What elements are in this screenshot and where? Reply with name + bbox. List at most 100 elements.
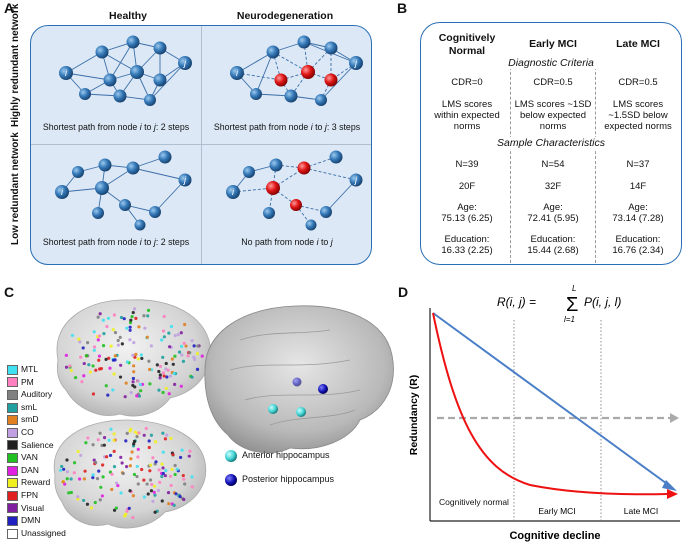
brain-node-dot bbox=[148, 367, 152, 372]
low-neuro-node bbox=[269, 158, 283, 172]
brain-node-dot bbox=[134, 352, 138, 356]
brain-node-dot bbox=[184, 344, 188, 348]
legend-label: CO bbox=[21, 427, 34, 437]
panel-b-col-late: Late MCI bbox=[616, 38, 660, 50]
edu-label-late: Education: bbox=[615, 234, 661, 245]
network-high-neuro: ij bbox=[230, 35, 363, 106]
brain-node-dot bbox=[109, 344, 113, 348]
legend-label: FPN bbox=[21, 490, 38, 500]
brain-node-dot bbox=[79, 453, 83, 458]
hippo-anterior-sphere-1 bbox=[268, 404, 278, 414]
brain-node-dot bbox=[140, 467, 144, 472]
brain-node-dot bbox=[167, 502, 171, 506]
brain-node-dot bbox=[170, 467, 174, 471]
brain-node-dot bbox=[119, 315, 124, 320]
brain-node-dot bbox=[92, 330, 96, 334]
brain-node-dot bbox=[148, 469, 152, 473]
brain-node-dot bbox=[100, 494, 104, 498]
high-healthy-node bbox=[153, 73, 167, 87]
brain-node-dot bbox=[179, 384, 183, 388]
brain-node-dot bbox=[190, 475, 194, 479]
brain-node-dot bbox=[170, 357, 174, 361]
brain-node-dot bbox=[162, 374, 166, 378]
low-healthy-node bbox=[119, 199, 131, 211]
brain-node-dot bbox=[123, 395, 127, 399]
low-neuro-node bbox=[349, 173, 363, 187]
brain-node-dot bbox=[118, 335, 122, 339]
hippo-anterior-label: Anterior hippocampus bbox=[242, 450, 330, 460]
edu-late: 16.76 (2.34) bbox=[612, 245, 664, 256]
brain-node-dot bbox=[114, 506, 118, 510]
brain-node-dot bbox=[68, 364, 72, 368]
high-neuro-edge bbox=[272, 51, 309, 73]
brain-node-dot bbox=[158, 480, 162, 484]
cdr-late: CDR=0.5 bbox=[618, 77, 658, 88]
brain-node-dot bbox=[92, 458, 96, 462]
brain-node-dot bbox=[162, 335, 166, 339]
brain-node-dot bbox=[60, 464, 64, 469]
brain-node-dot bbox=[100, 443, 104, 448]
high-neuro-node bbox=[250, 88, 262, 100]
brain-node-dot bbox=[147, 439, 151, 443]
brain-node-dot bbox=[161, 450, 165, 454]
brain-node-dot bbox=[131, 310, 135, 315]
brain-node-dot bbox=[129, 427, 133, 431]
brain-node-dot bbox=[104, 357, 108, 362]
brain-node-dot bbox=[122, 317, 126, 321]
brain-node-dot bbox=[76, 449, 80, 454]
brain-node-dot bbox=[69, 477, 73, 481]
brain-node-dot bbox=[113, 358, 117, 362]
high-neuro-node-label-i: i bbox=[236, 68, 239, 78]
brain-node-dot bbox=[161, 355, 165, 359]
brain-node-dot bbox=[143, 326, 147, 330]
low-neuro-node bbox=[243, 166, 255, 178]
brain-node-dot bbox=[128, 328, 132, 332]
brain-node-dot bbox=[82, 374, 86, 378]
brain-node-dot bbox=[127, 506, 131, 511]
brain-node-dot bbox=[169, 436, 173, 440]
brain-node-dot bbox=[165, 433, 169, 437]
high-neuro-damaged-node bbox=[324, 73, 338, 87]
brain-node-dot bbox=[190, 375, 194, 379]
panel-b-sample-title: Sample Characteristics bbox=[423, 137, 679, 149]
brain-node-dot bbox=[168, 345, 172, 349]
brain-node-dot bbox=[112, 432, 116, 436]
brain-node-dot bbox=[119, 363, 123, 367]
high-neuro-node bbox=[315, 94, 327, 106]
high-neuro-edge bbox=[255, 51, 274, 95]
brain-node-dot bbox=[138, 382, 142, 387]
brain-node-dot bbox=[133, 430, 137, 434]
legend-label: Reward bbox=[21, 477, 51, 488]
brain-node-dot bbox=[96, 315, 100, 319]
brain-node-dot bbox=[97, 354, 102, 358]
brain-node-dot bbox=[156, 488, 161, 493]
high-neuro-edge bbox=[320, 79, 332, 101]
legend-label: Unassigned bbox=[21, 527, 66, 538]
brain-node-dot bbox=[151, 456, 155, 460]
legend-swatch bbox=[7, 364, 18, 375]
brain-node-dot bbox=[161, 371, 166, 375]
legend-posterior-sphere bbox=[225, 474, 237, 486]
brain-node-dot bbox=[125, 360, 129, 364]
brain-node-dot bbox=[96, 438, 100, 442]
brain-node-dots bbox=[58, 307, 204, 520]
brain-node-dot bbox=[101, 318, 105, 322]
brain-node-dot bbox=[112, 372, 116, 376]
brain-node-dot bbox=[164, 468, 168, 473]
high-healthy-node bbox=[95, 45, 109, 59]
brain-node-dot bbox=[136, 357, 140, 361]
age-early: 72.41 (5.95) bbox=[527, 213, 579, 224]
brain-node-dot bbox=[135, 474, 139, 479]
stage-normal: Cognitively normal bbox=[439, 497, 509, 507]
neuro-arrowhead bbox=[667, 489, 678, 499]
high-healthy-node bbox=[103, 73, 117, 87]
brain-node-dot bbox=[91, 392, 96, 396]
legend-item-mtl: MTL bbox=[7, 363, 38, 375]
edu-normal: 16.33 (2.25) bbox=[441, 245, 493, 256]
brain-node-dot bbox=[111, 328, 115, 332]
brain-node-dot bbox=[167, 331, 171, 335]
brain-node-dot bbox=[106, 393, 110, 397]
brain-node-dot bbox=[65, 477, 69, 481]
low-neuro-node bbox=[329, 150, 343, 164]
brain-node-dot bbox=[183, 322, 187, 327]
